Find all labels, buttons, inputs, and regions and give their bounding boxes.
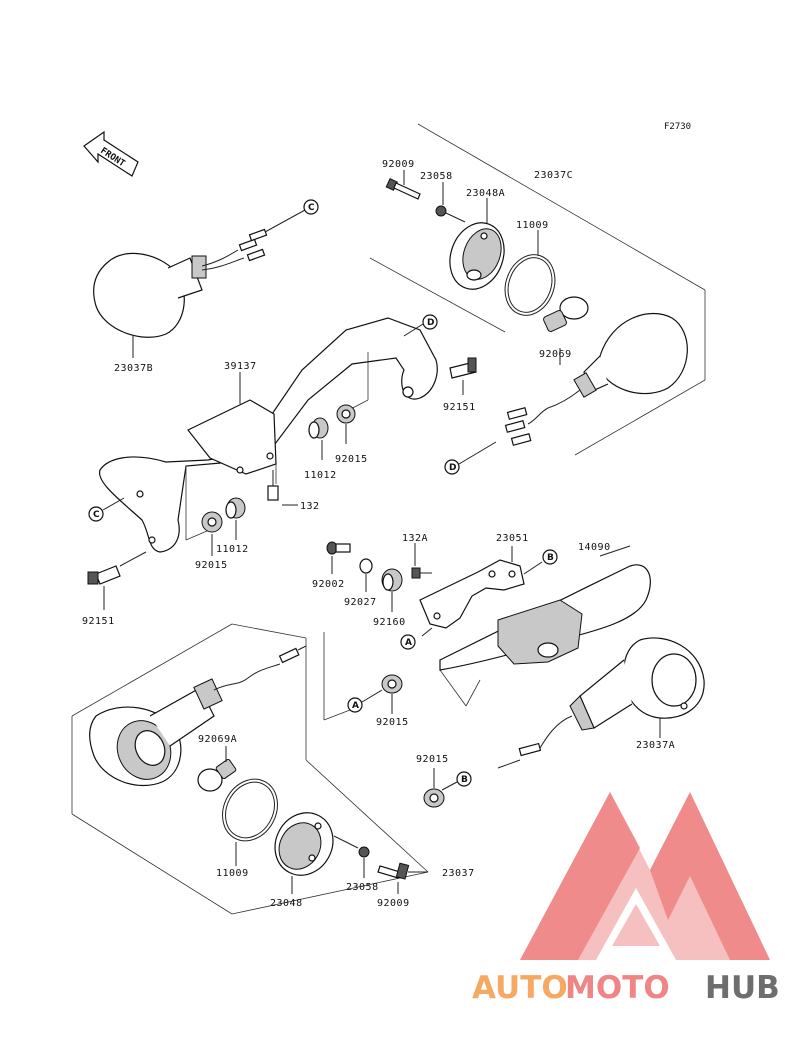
label-23037C: 23037C — [534, 170, 573, 181]
spacer-92027 — [359, 558, 373, 592]
label-92002: 92002 — [312, 579, 345, 590]
svg-text:D: D — [449, 463, 456, 473]
label-132: 132 — [300, 501, 320, 512]
figure-code: F2730 — [664, 122, 691, 132]
label-39137: 39137 — [224, 361, 257, 372]
label-92160: 92160 — [373, 617, 406, 628]
label-92027: 92027 — [344, 597, 377, 608]
bushing-92015-low — [423, 768, 445, 808]
bracket-39137 — [99, 317, 438, 553]
watermark-logo — [520, 792, 770, 960]
label-23037A: 23037A — [636, 740, 675, 751]
watermark-hub: HUB — [705, 970, 780, 1006]
label-92015-low: 92015 — [416, 754, 449, 765]
fender-14090 — [439, 545, 651, 707]
label-14090: 14090 — [578, 542, 611, 553]
label-92151-right: 92151 — [443, 402, 476, 413]
label-23051: 23051 — [496, 533, 529, 544]
bracket-23051 — [419, 546, 543, 637]
bushing-11012-lower — [225, 497, 246, 540]
ref-marker-a-center: A — [400, 634, 416, 650]
screw-132 — [267, 470, 298, 506]
ref-marker-c-top: C — [303, 199, 319, 215]
turn-signal-23037 — [89, 645, 307, 787]
group-23037-outline — [71, 623, 429, 915]
front-arrow: FRONT — [83, 130, 139, 177]
oring-11009-top — [504, 230, 556, 316]
bulb-top — [543, 296, 589, 332]
turn-signal-23037A — [497, 637, 705, 769]
screw-132A — [411, 543, 432, 579]
grommet-92160 — [381, 568, 403, 612]
label-11012-lower: 11012 — [216, 544, 249, 555]
bolt-92151-left — [87, 551, 147, 610]
label-92069: 92069 — [539, 349, 572, 360]
label-23058-low: 23058 — [346, 882, 379, 893]
label-92069A: 92069A — [198, 734, 237, 745]
bushing-92015-mid — [361, 674, 403, 714]
turn-signal-23037B — [93, 209, 306, 358]
lens-cover-23048A — [449, 198, 505, 290]
watermark-text: AUTO MOTO HUB — [472, 970, 780, 1006]
ref-marker-d-top: D — [403, 314, 438, 337]
label-92151-left: 92151 — [82, 616, 115, 627]
label-11009-low: 11009 — [216, 868, 249, 879]
ref-marker-d-low: D — [444, 441, 497, 475]
bushing-11012-upper — [308, 417, 329, 460]
turn-signal-23037C — [504, 312, 688, 446]
label-23048: 23048 — [270, 898, 303, 909]
watermark-auto: AUTO — [472, 970, 568, 1006]
svg-text:A: A — [405, 638, 412, 648]
bushing-92015-upper — [336, 404, 356, 444]
oring-11009-low — [222, 778, 278, 866]
label-92015-left: 92015 — [195, 560, 228, 571]
bushing-92015-left — [201, 511, 223, 556]
label-92009-top: 92009 — [382, 159, 415, 170]
ref-marker-b-low: B — [441, 771, 472, 791]
bolt-92002 — [326, 541, 351, 574]
ref-marker-c-low: C — [88, 497, 125, 522]
svg-text:B: B — [547, 553, 554, 563]
label-92015-mid: 92015 — [376, 717, 409, 728]
label-11009-top: 11009 — [516, 220, 549, 231]
screw-92009-top — [385, 170, 421, 200]
ref-marker-b-top: B — [542, 549, 558, 565]
svg-text:B: B — [461, 775, 468, 785]
label-132A: 132A — [402, 533, 428, 544]
label-92015-upper: 92015 — [335, 454, 368, 465]
nut-23058-low — [333, 835, 370, 878]
svg-text:A: A — [352, 701, 359, 711]
bulb-92069A — [197, 746, 237, 792]
svg-text:C: C — [308, 203, 315, 213]
label-23037B: 23037B — [114, 363, 153, 374]
nut-23058-top — [435, 182, 466, 223]
label-23037: 23037 — [442, 868, 475, 879]
svg-text:C: C — [93, 510, 100, 520]
svg-text:D: D — [427, 318, 434, 328]
screw-92009-low — [377, 862, 428, 894]
label-23048A: 23048A — [466, 188, 505, 199]
label-11012-upper: 11012 — [304, 470, 337, 481]
label-92009-low: 92009 — [377, 898, 410, 909]
lens-cover-23048 — [274, 812, 334, 894]
label-23058-top: 23058 — [420, 171, 453, 182]
bolt-92151-right — [449, 357, 477, 395]
group-23037C-outline — [369, 123, 706, 456]
watermark-moto: MOTO — [565, 970, 670, 1006]
ref-marker-a-mid: A — [347, 697, 363, 713]
